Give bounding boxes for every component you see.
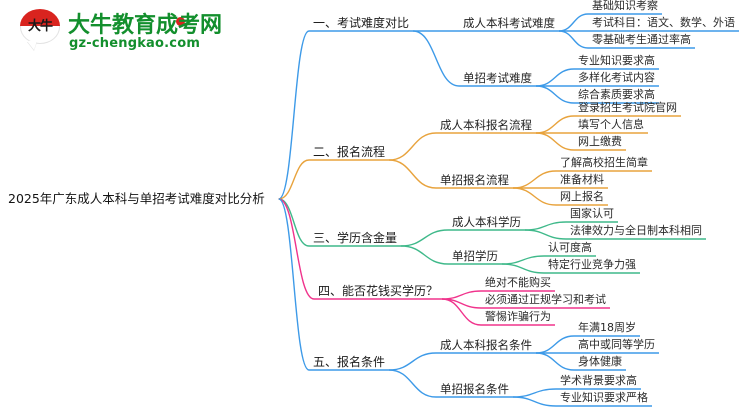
site-logo[interactable]: 大牛 大牛教育成考网 gz-chengkao.com <box>14 4 222 54</box>
logo-red-dot <box>176 17 185 26</box>
sub-node-3-2[interactable]: 单招学历 <box>452 249 498 263</box>
connector-curve <box>524 221 567 231</box>
leaf-node-1-2-1[interactable]: 专业知识要求高 <box>578 54 655 67</box>
branch-node-2[interactable]: 二、报名流程 <box>313 145 386 159</box>
connector-curve <box>535 115 575 134</box>
connector-curve <box>401 245 449 265</box>
connector-curve <box>441 298 482 326</box>
connector-curve <box>412 30 460 87</box>
connector-curve <box>388 369 437 398</box>
leaf-node-5-1-2[interactable]: 高中或同等学历 <box>578 338 655 351</box>
leaf-node-2-2-2[interactable]: 准备材料 <box>560 173 604 186</box>
sub-node-1-1[interactable]: 成人本科考试难度 <box>463 16 555 30</box>
connector-curve <box>512 187 557 206</box>
leaf-node-3-1-1[interactable]: 国家认可 <box>570 207 614 220</box>
sub-node-5-1[interactable]: 成人本科报名条件 <box>440 338 532 352</box>
sub-node-2-1[interactable]: 成人本科报名流程 <box>440 118 532 132</box>
connector-curve <box>512 170 557 189</box>
sub-node-3-1[interactable]: 成人本科学历 <box>452 215 521 229</box>
logo-mark-text: 大牛 <box>27 18 53 33</box>
connector-curve <box>535 68 575 87</box>
leaf-node-2-1-2[interactable]: 填写个人信息 <box>578 118 644 131</box>
branch-node-1[interactable]: 一、考试难度对比 <box>313 16 410 30</box>
mindmap-root-node[interactable]: 2025年广东成人本科与单招考试难度对比分析 <box>8 191 265 206</box>
connector-curve <box>501 263 545 274</box>
connector-curve <box>501 255 545 265</box>
leaf-node-1-2-3[interactable]: 综合素质要求高 <box>578 88 655 101</box>
logo-red-cap <box>20 9 60 26</box>
brand-url: gz-chengkao.com <box>69 36 201 51</box>
leaf-node-1-1-2[interactable]: 考试科目：语文、数学、外语 <box>592 16 735 29</box>
connector-curve <box>524 229 567 240</box>
connector-curve <box>389 352 437 371</box>
connector-curve <box>512 396 557 407</box>
leaf-node-4-1-1[interactable]: 绝对不能购买 <box>485 276 551 289</box>
connector-curve <box>401 229 449 247</box>
connector-curve <box>558 30 589 49</box>
leaf-node-5-1-3[interactable]: 身体健康 <box>578 355 622 368</box>
sub-node-1-2[interactable]: 单招考试难度 <box>463 71 532 85</box>
leaf-node-5-1-1[interactable]: 年满18周岁 <box>578 321 636 334</box>
sub-node-2-2[interactable]: 单招报名流程 <box>440 173 509 187</box>
leaf-node-1-1-1[interactable]: 基础知识考察 <box>592 0 658 12</box>
leaf-node-2-1-3[interactable]: 网上缴费 <box>578 135 622 148</box>
branch-node-3[interactable]: 三、学历含金量 <box>313 231 398 245</box>
leaf-node-2-2-1[interactable]: 了解高校招生简章 <box>560 156 648 169</box>
leaf-node-4-1-3[interactable]: 警惕诈骗行为 <box>485 310 551 323</box>
brand-name: 大牛教育成考网 <box>68 13 223 38</box>
branch-node-5[interactable]: 五、报名条件 <box>313 355 386 369</box>
leaf-node-2-1-1[interactable]: 登录招生考试院官网 <box>578 101 677 114</box>
leaf-node-1-1-3[interactable]: 零基础考生通过率高 <box>592 33 691 46</box>
leaf-node-5-2-2[interactable]: 专业知识要求严格 <box>560 391 648 404</box>
leaf-node-4-1-2[interactable]: 必须通过正规学习和考试 <box>485 293 606 306</box>
connector-curve <box>558 13 589 32</box>
branch-node-4[interactable]: 四、能否花钱买学历？ <box>318 284 439 298</box>
connector-curve <box>278 30 310 200</box>
leaf-node-2-2-3[interactable]: 网上报名 <box>560 190 604 203</box>
leaf-node-3-2-1[interactable]: 认可度高 <box>548 241 592 254</box>
leaf-node-3-2-2[interactable]: 特定行业竞争力强 <box>548 258 636 271</box>
connector-curve <box>388 132 437 161</box>
connector-curve <box>535 352 575 371</box>
sub-node-5-2[interactable]: 单招报名条件 <box>440 382 509 396</box>
connector-curve <box>278 198 315 300</box>
leaf-node-5-2-1[interactable]: 学术背景要求高 <box>560 374 637 387</box>
connector-curve <box>388 159 437 189</box>
connector-curve <box>535 85 575 104</box>
leaf-node-1-2-2[interactable]: 多样化考试内容 <box>578 71 655 84</box>
leaf-node-3-1-2[interactable]: 法律效力与全日制本科相同 <box>570 224 702 237</box>
connector-curve <box>278 159 310 200</box>
connector-curve <box>278 198 310 371</box>
connector-curve <box>535 132 575 151</box>
connector-curve <box>535 335 575 354</box>
connector-curve <box>442 290 482 300</box>
connector-curve <box>512 388 557 398</box>
